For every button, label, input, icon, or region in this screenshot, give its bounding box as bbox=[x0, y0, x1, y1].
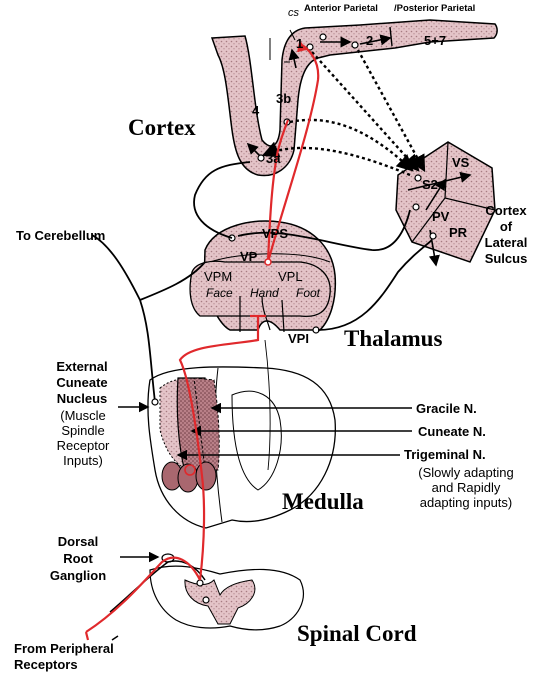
area-1-label: 1 bbox=[296, 37, 303, 50]
external-cuneate-title: External Cuneate Nucleus bbox=[36, 359, 128, 407]
trigeminal-sub-1: (Slowly adapting bbox=[404, 465, 528, 480]
vps-label: VPS bbox=[262, 227, 288, 240]
vpl-label: VPL bbox=[278, 270, 303, 283]
drg-line-3: Ganglion bbox=[36, 567, 120, 584]
ext-cuneate-line-3: Nucleus bbox=[36, 391, 128, 407]
trigeminal-sub-3: adapting inputs) bbox=[404, 495, 528, 510]
area-2-label: 2 bbox=[366, 34, 373, 47]
drg-line-1: Dorsal bbox=[36, 533, 120, 550]
area-3a-label: 3a bbox=[266, 152, 280, 165]
from-line-2: Receptors bbox=[14, 657, 114, 673]
lateral-title-line-2: of bbox=[478, 219, 533, 235]
area-3b-label: 3b bbox=[276, 92, 291, 105]
spinal-gray-matter bbox=[185, 580, 255, 624]
from-line-1: From Peripheral bbox=[14, 641, 114, 657]
foot-label: Foot bbox=[296, 287, 320, 299]
s2-label: S2 bbox=[422, 178, 438, 191]
red-pathway bbox=[86, 44, 318, 640]
thalamus-title: Thalamus bbox=[344, 327, 442, 350]
anterior-parietal-label: Anterior Parietal bbox=[304, 4, 378, 14]
trigeminal-sub-2: and Rapidly bbox=[404, 480, 528, 495]
area-5-7-label: 5+7 bbox=[424, 34, 446, 47]
lateral-sulcus-title: Cortex of Lateral Sulcus bbox=[478, 203, 533, 267]
vs-label: VS bbox=[452, 156, 469, 169]
lateral-title-line-4: Sulcus bbox=[478, 251, 533, 267]
cuneate-label: Cuneate N. bbox=[418, 425, 486, 438]
lateral-title-line-1: Cortex bbox=[478, 203, 533, 219]
dorsal-root-ganglion-label: Dorsal Root Ganglion bbox=[36, 533, 120, 584]
to-cerebellum-label: To Cerebellum bbox=[16, 229, 105, 242]
ext-cuneate-sub-3: Receptor bbox=[40, 438, 126, 453]
ext-cuneate-line-1: External bbox=[36, 359, 128, 375]
pv-label: PV bbox=[432, 210, 449, 223]
vpi-label: VPI bbox=[288, 332, 309, 345]
medulla-title: Medulla bbox=[282, 490, 364, 513]
area-4-label: 4 bbox=[252, 104, 259, 117]
ext-cuneate-sub-1: (Muscle bbox=[40, 408, 126, 423]
vp-label: VP bbox=[240, 250, 257, 263]
trigeminal-label: Trigeminal N. bbox=[404, 448, 486, 461]
gracile-label: Gracile N. bbox=[416, 402, 477, 415]
hand-label: Hand bbox=[250, 287, 279, 299]
drg-line-2: Root bbox=[36, 550, 120, 567]
lateral-title-line-3: Lateral bbox=[478, 235, 533, 251]
vpm-label: VPM bbox=[204, 270, 232, 283]
face-label: Face bbox=[206, 287, 233, 299]
external-cuneate-subtext: (Muscle Spindle Receptor Inputs) bbox=[40, 408, 126, 468]
from-peripheral-receptors-label: From Peripheral Receptors bbox=[14, 641, 114, 673]
ext-cuneate-line-2: Cuneate bbox=[36, 375, 128, 391]
pr-label: PR bbox=[449, 226, 467, 239]
ext-cuneate-sub-2: Spindle bbox=[40, 423, 126, 438]
central-sulcus-label: cs bbox=[288, 8, 299, 19]
spinal-cord-title: Spinal Cord bbox=[297, 622, 417, 645]
posterior-parietal-label: /Posterior Parietal bbox=[394, 4, 475, 14]
ext-cuneate-sub-4: Inputs) bbox=[40, 453, 126, 468]
cortex-title: Cortex bbox=[128, 116, 196, 139]
trigeminal-subtext: (Slowly adapting and Rapidly adapting in… bbox=[404, 465, 528, 510]
